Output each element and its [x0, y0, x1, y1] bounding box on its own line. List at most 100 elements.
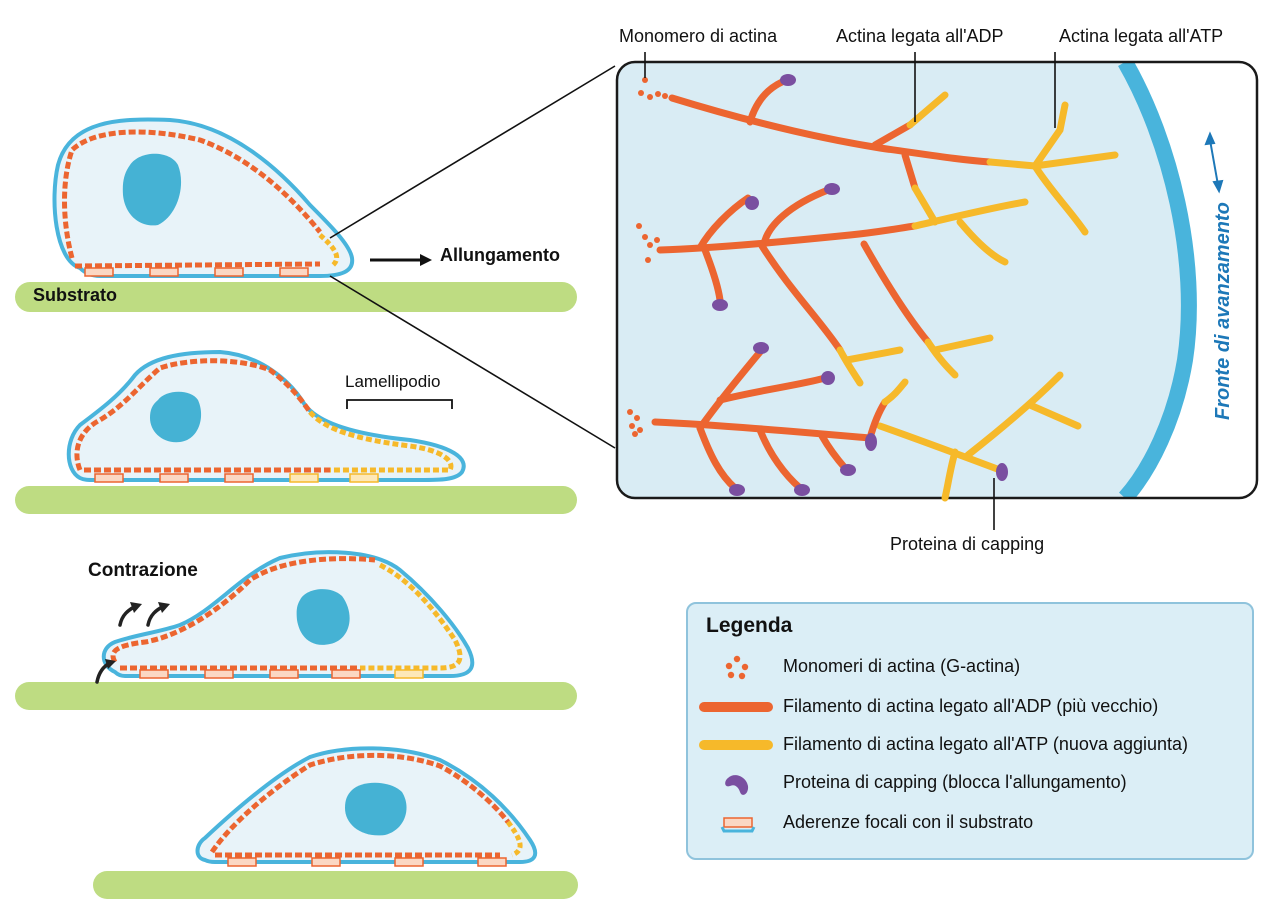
adp-filament-icon [699, 702, 773, 712]
cell-stage-3 [15, 550, 577, 710]
capping-protein [745, 196, 759, 210]
cell-stage-4 [93, 746, 578, 899]
adp-filament [746, 78, 786, 126]
adp-filament [696, 424, 739, 492]
atp-filament [911, 198, 1029, 230]
capping-protein-icon [725, 775, 749, 795]
legend-label: Aderenze focali con il substrato [783, 812, 1034, 832]
arrow-right-icon [370, 254, 432, 266]
atp-filament [1031, 162, 1089, 236]
cell-stage-1 [15, 65, 616, 449]
cell-membrane [52, 117, 355, 278]
legend-label: Monomeri di actina (G-actina) [783, 656, 1021, 676]
legend-item-monomer: Monomeri di actina (G-actina) [688, 652, 1248, 682]
actin-network [651, 78, 1119, 502]
focal-adhesions [227, 857, 507, 867]
adp-filament [716, 374, 829, 404]
atp-filament [843, 346, 904, 364]
callout-monomer: Monomero di actina [619, 26, 778, 46]
actin-monomers [627, 77, 668, 437]
callout-capping-protein: Proteina di capping [890, 534, 1045, 554]
capping-protein [780, 74, 796, 86]
adp-filament [701, 246, 724, 304]
nucleus [296, 589, 350, 645]
atp-filament [836, 346, 864, 387]
capping-protein [865, 433, 877, 451]
adp-filament [871, 121, 914, 149]
substrate-label: Substrato [33, 285, 118, 305]
atp-filament [1031, 101, 1069, 170]
actin-atp-region [360, 562, 463, 671]
substrate-bar [15, 682, 577, 710]
atp-filament [876, 422, 1004, 474]
atp-filament [881, 378, 909, 406]
callout-adp-actin: Actina legata all'ADP [836, 26, 1004, 46]
capping-proteins [712, 74, 1008, 496]
zoom-callout-line-bottom [329, 275, 616, 449]
nucleus [345, 782, 407, 836]
contraction-arrowheads [105, 602, 170, 669]
callout-leaders [644, 52, 1056, 530]
callout-atp-actin: Actina legata all'ATP [1059, 26, 1224, 46]
legend-item-focal-adhesion: Aderenze focali con il substrato [688, 808, 1248, 838]
cell-membrane [101, 550, 475, 678]
adp-filament [758, 242, 844, 354]
actin-cortex [74, 358, 313, 471]
focal-adhesions [94, 473, 379, 483]
atp-filament [911, 184, 939, 226]
capping-protein [821, 371, 835, 385]
capping-protein [753, 342, 769, 354]
focal-adhesions [139, 669, 424, 679]
substrate-bar [15, 486, 577, 514]
atp-filament-icon [699, 740, 773, 750]
atp-filament [956, 218, 1009, 266]
double-arrow-icon [1204, 131, 1224, 194]
actin-cortex [110, 556, 376, 664]
legend-label: Proteina di capping (blocca l'allungamen… [783, 772, 1127, 792]
capping-protein [824, 183, 840, 195]
legend-item-capping-protein: Proteina di capping (blocca l'allungamen… [688, 768, 1248, 798]
leading-edge-label: Fronte di avanzamento [1212, 202, 1234, 420]
focal-adhesions [84, 267, 309, 277]
atp-filament [964, 371, 1064, 459]
substrate-bar [15, 282, 577, 312]
legend-label: Filamento di actina legato all'ATP (nuov… [783, 734, 1189, 754]
legend-title: Legenda [706, 614, 793, 637]
legend-item-adp-filament: Filamento di actina legato all'ADP (più … [688, 692, 1248, 722]
actin-atp-region [505, 820, 523, 858]
adp-filament [696, 194, 752, 252]
adp-filament [860, 240, 932, 346]
atp-filament [931, 334, 994, 354]
zoom-panel [615, 52, 1259, 530]
atp-filament [1026, 401, 1082, 430]
cell-stage-2 [15, 349, 577, 514]
zoom-callout-line-top [329, 65, 616, 239]
capping-protein [729, 484, 745, 496]
focal-adhesion-icon [720, 817, 756, 833]
actin-cortex [62, 129, 322, 259]
actin-cortex-bottom [74, 261, 321, 269]
adp-filament [668, 94, 994, 166]
capping-protein [712, 299, 728, 311]
monomer-dots-icon [725, 655, 749, 680]
nucleus [122, 153, 182, 226]
adp-filament [656, 222, 919, 254]
capping-protein [840, 464, 856, 476]
capping-protein [794, 484, 810, 496]
atp-filament [941, 448, 959, 502]
adp-filament [760, 186, 832, 248]
lamellipodium-label: Lamellipodio [345, 372, 441, 391]
actin-tip-atp [318, 233, 340, 268]
adp-filament [696, 348, 764, 432]
legend-box: Legenda Monomeri di actina (G-actina) Fi… [686, 602, 1254, 860]
contraction-label: Contrazione [88, 560, 198, 581]
adp-filament [901, 151, 919, 192]
leading-edge-membrane [1118, 62, 1197, 498]
atp-filament [924, 338, 959, 379]
legend-item-atp-filament: Filamento di actina legato all'ATP (nuov… [688, 730, 1248, 760]
elongation-label: Allungamento [440, 245, 560, 265]
capping-protein [996, 463, 1008, 481]
atp-filament [906, 91, 949, 129]
nucleus [150, 391, 202, 443]
